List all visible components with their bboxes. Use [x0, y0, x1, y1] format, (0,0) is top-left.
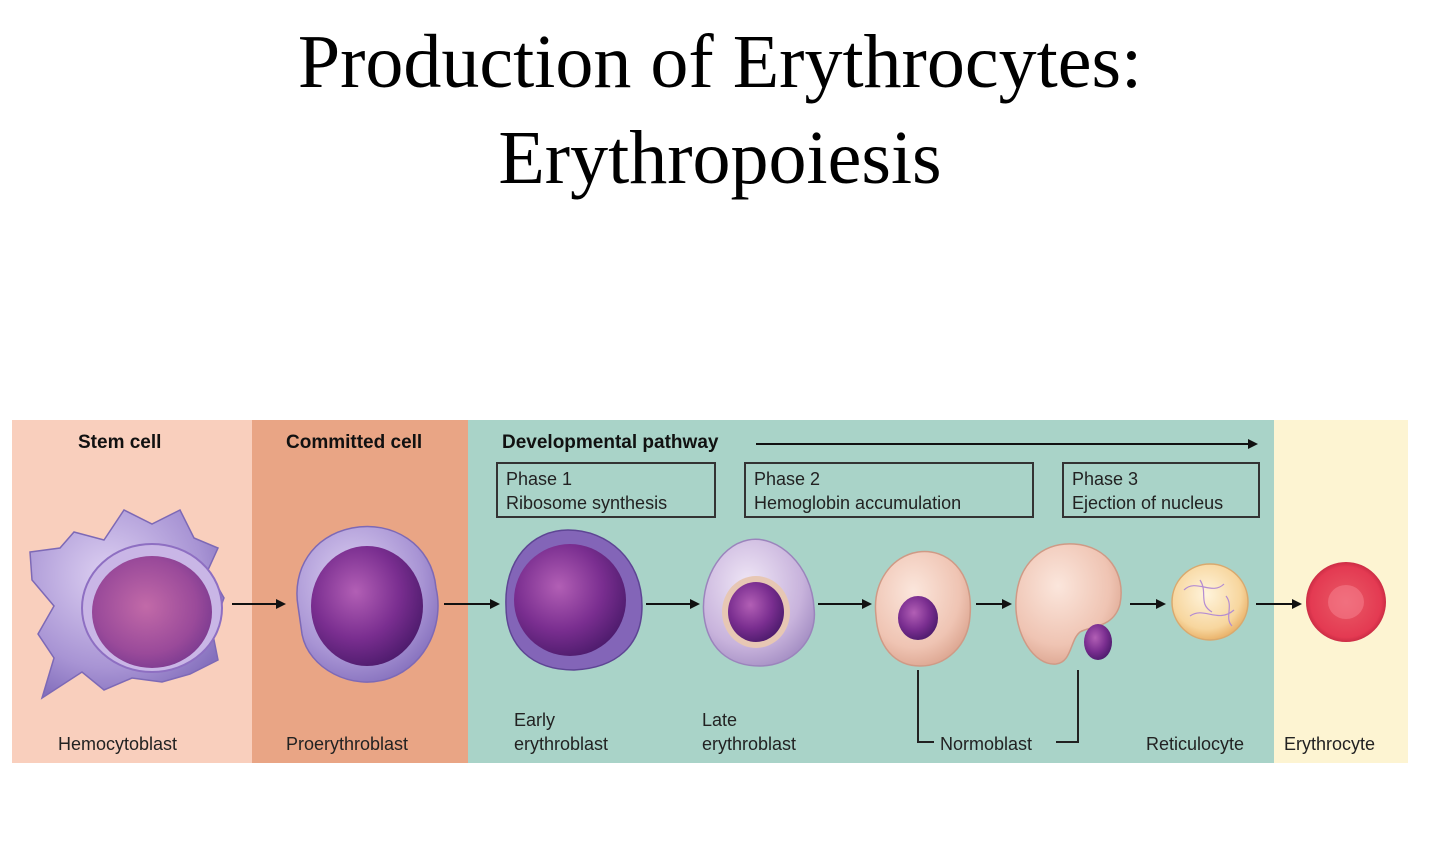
hemocytoblast-cell: [29, 508, 225, 700]
early-erythroblast-cell: [505, 529, 643, 671]
phase-3-box: Phase 3 Ejection of nucleus: [1062, 462, 1260, 518]
erythrocyte-label: Erythrocyte: [1284, 734, 1376, 754]
normoblast-bracket: [917, 670, 1079, 743]
hemocytoblast-label: Hemocytoblast: [58, 734, 178, 754]
normoblast-ejecting-cell: [1015, 543, 1122, 665]
erythrocyte-cell: [1306, 562, 1386, 642]
normoblast-cell: [874, 550, 972, 667]
erythropoiesis-diagram: Stem cell Committed cell Developmental p…: [12, 420, 1408, 763]
phase-1-title: Phase 1: [506, 469, 573, 489]
phase-1-box: Phase 1 Ribosome synthesis: [496, 462, 716, 518]
early-erythroblast-label-line-2: erythroblast: [514, 734, 609, 754]
late-erythroblast-label-line-1: Late: [702, 710, 738, 730]
phase-3-title: Phase 3: [1072, 469, 1139, 489]
title-line-2: Erythropoiesis: [498, 116, 942, 200]
developmental-pathway-header: Developmental pathway: [502, 432, 719, 453]
phase-2-desc: Hemoglobin accumulation: [754, 493, 962, 513]
committed-cell-header: Committed cell: [286, 432, 423, 453]
title-line-1: Production of Erythrocytes:: [297, 20, 1143, 104]
phase-3-desc: Ejection of nucleus: [1072, 493, 1224, 513]
normoblast-label: Normoblast: [940, 734, 1033, 754]
proerythroblast-cell: [296, 525, 439, 683]
phase-1-desc: Ribosome synthesis: [506, 493, 668, 513]
phase-2-title: Phase 2: [754, 469, 821, 489]
proerythroblast-label: Proerythroblast: [286, 734, 409, 754]
reticulocyte-cell: [1171, 563, 1249, 641]
early-erythroblast-label-line-1: Early: [514, 710, 556, 730]
late-erythroblast-cell: [702, 538, 816, 667]
slide-title: Production of Erythrocytes: Erythropoies…: [0, 14, 1440, 206]
reticulocyte-label: Reticulocyte: [1146, 734, 1245, 754]
late-erythroblast-label-line-2: erythroblast: [702, 734, 797, 754]
diagram-artwork: [29, 439, 1386, 743]
stem-cell-header: Stem cell: [78, 432, 162, 453]
phase-2-box: Phase 2 Hemoglobin accumulation: [744, 462, 1034, 518]
